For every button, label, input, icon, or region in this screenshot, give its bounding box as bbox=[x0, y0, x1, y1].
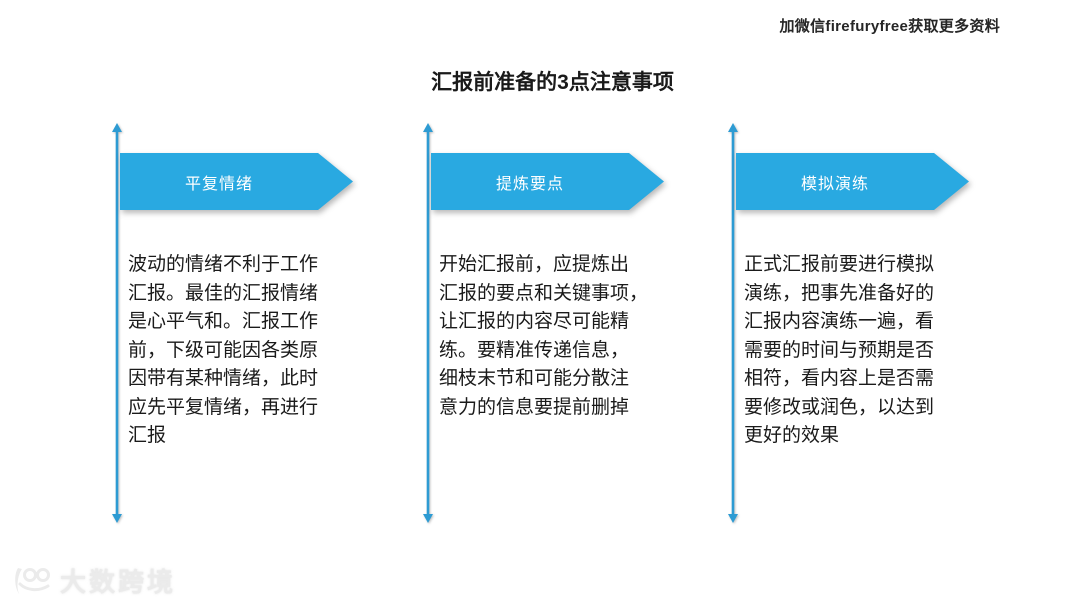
wechat-watermark-note: 加微信firefuryfree获取更多资料 bbox=[779, 18, 1000, 35]
brand-watermark-text: 大数跨境 bbox=[60, 567, 177, 597]
step-banner-arrow: 平复情绪 bbox=[120, 153, 353, 210]
vertical-double-arrow-line bbox=[112, 123, 122, 523]
step-column-1: 平复情绪 波动的情绪不利于工作 汇报。最佳的汇报情绪 是心平气和。汇报工作 前，… bbox=[111, 123, 361, 543]
step-banner-shadow: 平复情绪 bbox=[120, 153, 353, 210]
step-description: 波动的情绪不利于工作 汇报。最佳的汇报情绪 是心平气和。汇报工作 前，下级可能因… bbox=[128, 254, 319, 446]
logo-100-swirl-icon bbox=[15, 567, 50, 595]
page-title: 汇报前准备的3点注意事项 bbox=[431, 71, 674, 94]
step-banner-arrow: 模拟演练 bbox=[736, 153, 969, 210]
vertical-double-arrow-line bbox=[728, 123, 738, 523]
step-column-2: 提炼要点 开始汇报前，应提炼出 汇报的要点和关键事项， 让汇报的内容尽可能精 练… bbox=[422, 123, 672, 543]
step-banner-shadow: 提炼要点 bbox=[431, 153, 664, 210]
step-description: 开始汇报前，应提炼出 汇报的要点和关键事项， 让汇报的内容尽可能精 练。要精准传… bbox=[439, 254, 649, 418]
step-column-3: 模拟演练 正式汇报前要进行模拟 演练，把事先准备好的 汇报内容演练一遍，看 需要… bbox=[727, 123, 977, 543]
step-banner-shadow: 模拟演练 bbox=[736, 153, 969, 210]
step-description: 正式汇报前要进行模拟 演练，把事先准备好的 汇报内容演练一遍，看 需要的时间与预… bbox=[744, 254, 935, 446]
vertical-double-arrow-line bbox=[423, 123, 433, 523]
step-banner-label: 平复情绪 bbox=[185, 175, 254, 193]
step-banner-arrow: 提炼要点 bbox=[431, 153, 664, 210]
step-banner-label: 模拟演练 bbox=[801, 175, 870, 193]
brand-watermark: 大数跨境 bbox=[12, 562, 176, 599]
step-banner-label: 提炼要点 bbox=[496, 175, 565, 193]
